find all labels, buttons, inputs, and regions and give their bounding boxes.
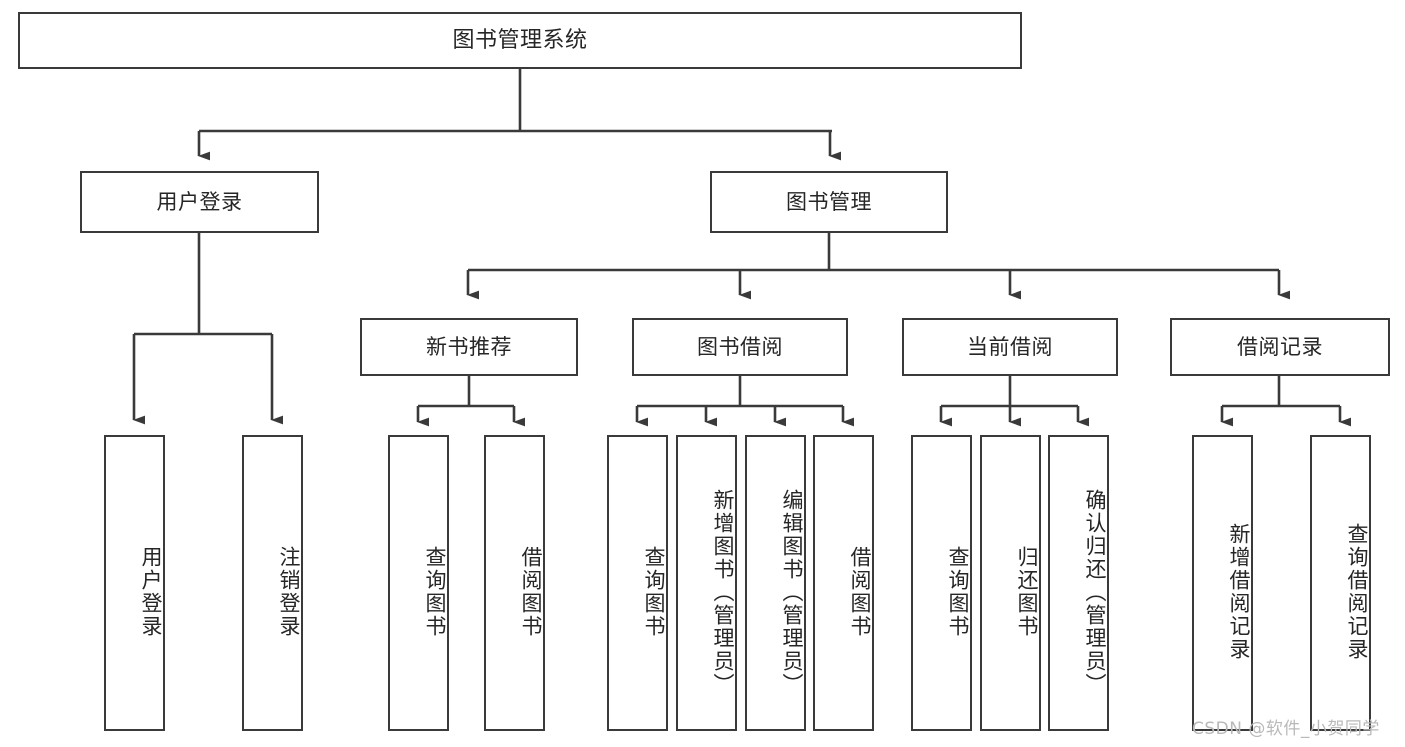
node-label: 借阅图书 [519, 546, 543, 638]
node-label: 新书推荐 [426, 334, 512, 359]
node-book-management[interactable]: 图书管理 [710, 171, 948, 233]
node-label: 查询图书 [642, 546, 666, 638]
node-label: 新增图书（管理员） [711, 488, 735, 696]
node-book-borrow[interactable]: 图书借阅 [632, 318, 848, 376]
node-label: 图书管理系统 [452, 27, 588, 53]
leaf-query-borrow-record[interactable]: 查询借阅记录 [1310, 435, 1371, 731]
node-label: 查询图书 [946, 546, 970, 638]
leaf-borrow-book-recommend[interactable]: 借阅图书 [484, 435, 545, 731]
node-user-login[interactable]: 用户登录 [80, 171, 319, 233]
node-root-book-management-system[interactable]: 图书管理系统 [18, 12, 1022, 69]
node-label: 编辑图书（管理员） [780, 488, 804, 696]
leaf-edit-book-admin[interactable]: 编辑图书（管理员） [745, 435, 806, 731]
node-label: 当前借阅 [967, 334, 1053, 359]
leaf-query-book-borrow[interactable]: 查询图书 [607, 435, 668, 731]
node-current-borrow[interactable]: 当前借阅 [902, 318, 1118, 376]
leaf-add-book-admin[interactable]: 新增图书（管理员） [676, 435, 737, 731]
node-label: 用户登录 [156, 189, 243, 214]
node-label: 归还图书 [1015, 546, 1039, 638]
leaf-confirm-return-admin[interactable]: 确认归还（管理员） [1048, 435, 1109, 731]
node-label: 图书管理 [786, 189, 872, 214]
node-label: 查询图书 [423, 546, 447, 638]
node-label: 用户登录 [139, 546, 163, 638]
node-borrow-record[interactable]: 借阅记录 [1170, 318, 1390, 376]
leaf-add-borrow-record[interactable]: 新增借阅记录 [1192, 435, 1253, 731]
leaf-logout[interactable]: 注销登录 [242, 435, 303, 731]
leaf-return-book[interactable]: 归还图书 [980, 435, 1041, 731]
watermark-text: CSDN @软件_小贺同学 [1192, 719, 1380, 739]
node-label: 新增借阅记录 [1227, 523, 1251, 661]
node-label: 查询借阅记录 [1345, 523, 1369, 661]
leaf-query-book-current[interactable]: 查询图书 [911, 435, 972, 731]
leaf-borrow-book[interactable]: 借阅图书 [813, 435, 874, 731]
node-new-book-recommend[interactable]: 新书推荐 [360, 318, 578, 376]
node-label: 借阅图书 [848, 546, 872, 638]
node-label: 借阅记录 [1237, 334, 1323, 359]
node-label: 注销登录 [277, 546, 301, 638]
leaf-user-login[interactable]: 用户登录 [104, 435, 165, 731]
node-label: 图书借阅 [697, 334, 783, 359]
leaf-query-book-recommend[interactable]: 查询图书 [388, 435, 449, 731]
node-label: 确认归还（管理员） [1083, 488, 1107, 696]
